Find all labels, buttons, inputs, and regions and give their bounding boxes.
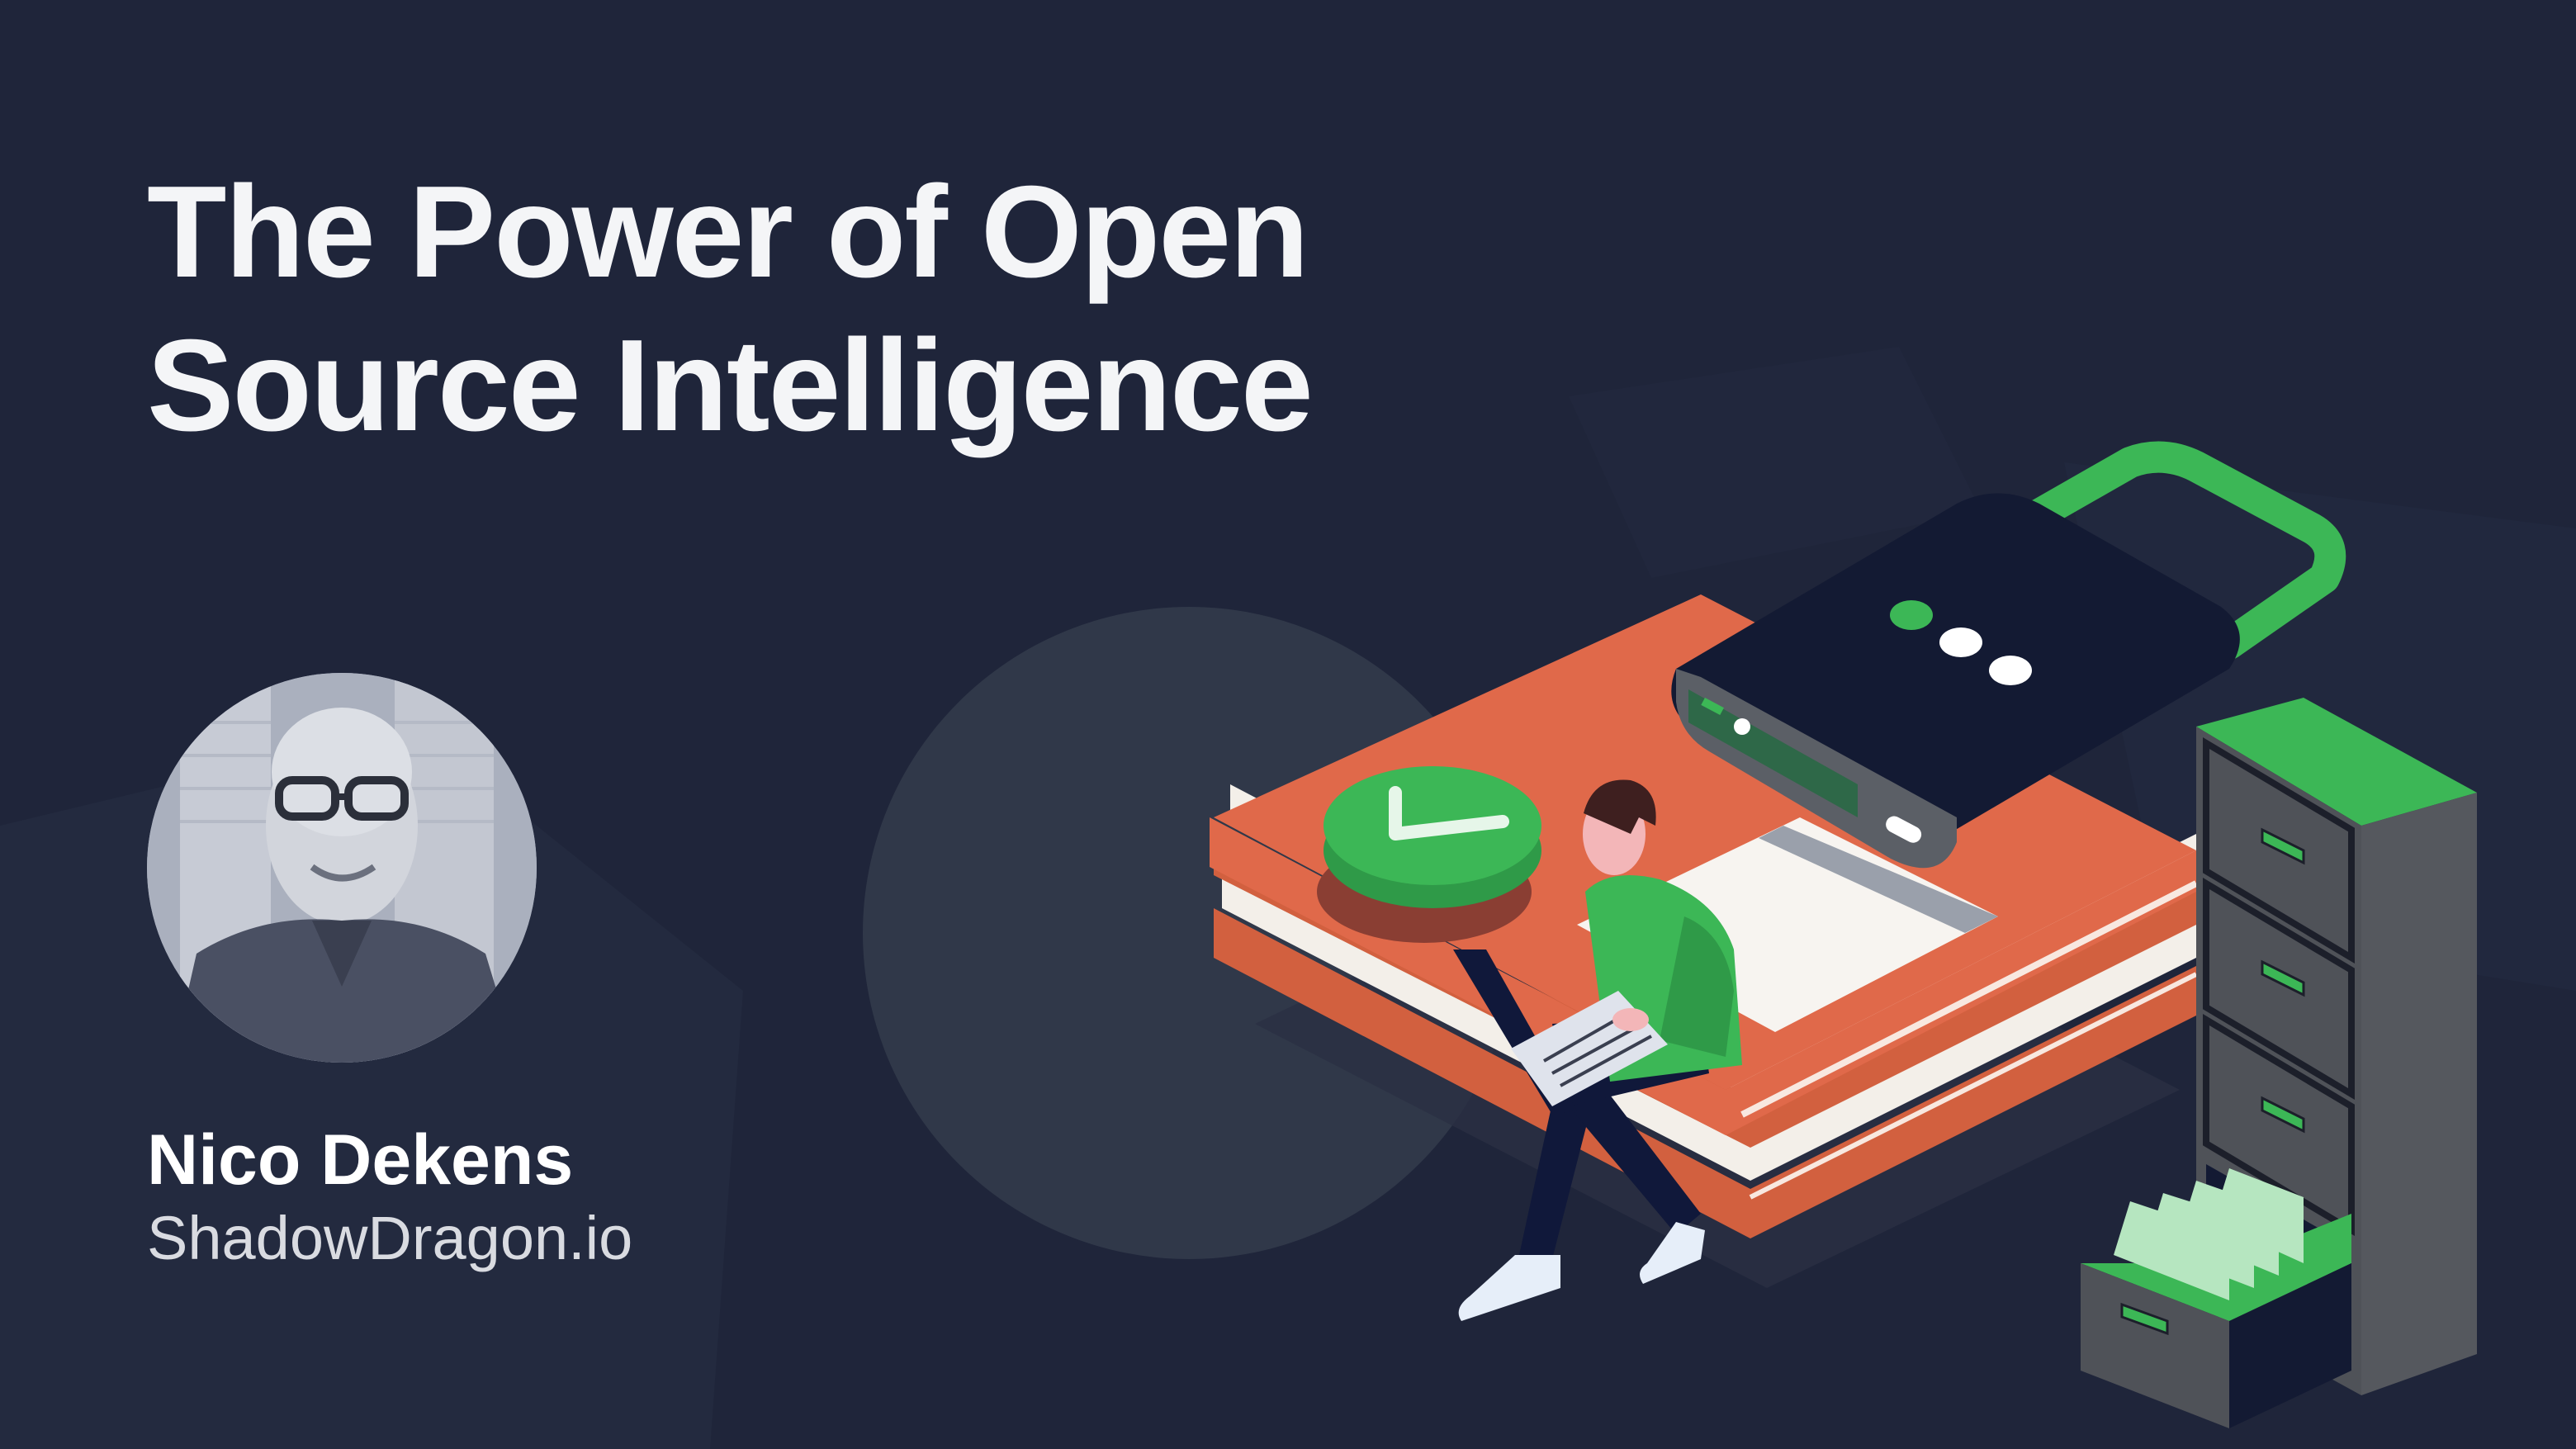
filing-cabinet-icon [2081,698,2477,1428]
avatar [147,673,537,1063]
title-line-2: Source Intelligence [147,313,1314,458]
title-line-1: The Power of Open [147,159,1309,305]
speaker-name: Nico Dekens [147,1120,574,1200]
speaker-portrait [147,673,537,1063]
checkmark-badge-icon [1317,766,1541,943]
speaker-organization: ShadowDragon.io [147,1204,633,1272]
person-with-laptop [1453,779,1742,1321]
page-title: The Power of Open Source Intelligence [147,155,1314,462]
padlock-icon [1671,441,2346,869]
